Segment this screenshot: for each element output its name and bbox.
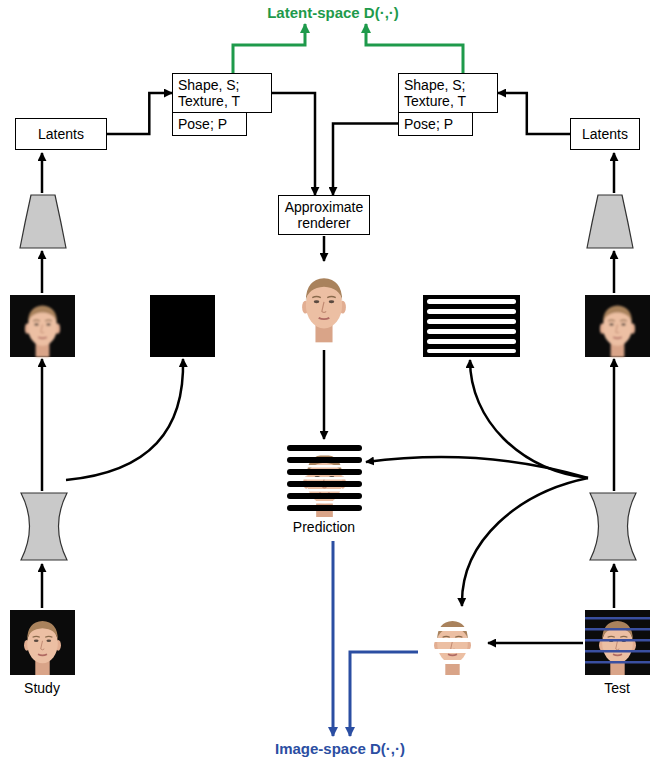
box-label: Latents [576, 126, 634, 142]
prediction-image [287, 442, 362, 517]
process-box: Latents [570, 118, 640, 150]
distance-title: Latent-space D(·,·) [267, 4, 399, 21]
process-box: Pose; P [398, 112, 473, 136]
latent-distance-arrow [366, 24, 463, 73]
box-label: Shape, S; Texture, T [178, 77, 266, 109]
encoder-symbol [21, 493, 67, 560]
distance-title: Latent-space D(·,·) [267, 4, 399, 21]
empty-mask [150, 295, 215, 357]
encoder-symbol [590, 493, 636, 560]
blurred-reconstruction [10, 295, 75, 357]
process-box: Approximate renderer [278, 195, 370, 235]
box-label: Pose; P [178, 116, 241, 132]
encoder-symbol [587, 195, 633, 248]
process-box: Pose; P [172, 112, 247, 136]
process-box: Shape, S; Texture, T [172, 73, 272, 113]
image-caption: Prediction [293, 519, 355, 535]
flow-arrow [107, 93, 172, 134]
blurred-reconstruction [585, 295, 650, 357]
box-label: Shape, S; Texture, T [404, 77, 492, 109]
latent-distance-arrow [233, 24, 305, 73]
image-caption: Test [604, 680, 630, 696]
process-box: Latents [15, 118, 107, 150]
flow-arrow [272, 93, 315, 195]
process-box: Shape, S; Texture, T [398, 73, 498, 113]
distance-title: Image-space D(·,·) [275, 740, 405, 757]
image-caption: Study [24, 680, 60, 696]
encoder-symbol [20, 195, 66, 248]
flow-arrow [498, 93, 570, 134]
image-distance-arrow [350, 652, 418, 736]
study-image [10, 610, 75, 675]
image-caption: Test [604, 680, 630, 696]
box-label: Approximate renderer [284, 199, 364, 231]
distance-title: Image-space D(·,·) [275, 740, 405, 757]
test-image [585, 610, 650, 675]
box-label: Pose; P [404, 116, 467, 132]
rendered-face [302, 278, 346, 342]
occlusion-mask [423, 295, 520, 357]
masked-test-image [420, 610, 485, 675]
flow-arrow [333, 124, 398, 196]
image-caption: Study [24, 680, 60, 696]
image-caption: Prediction [293, 519, 355, 535]
box-label: Latents [21, 126, 101, 142]
image-distance-arrow [332, 541, 335, 736]
